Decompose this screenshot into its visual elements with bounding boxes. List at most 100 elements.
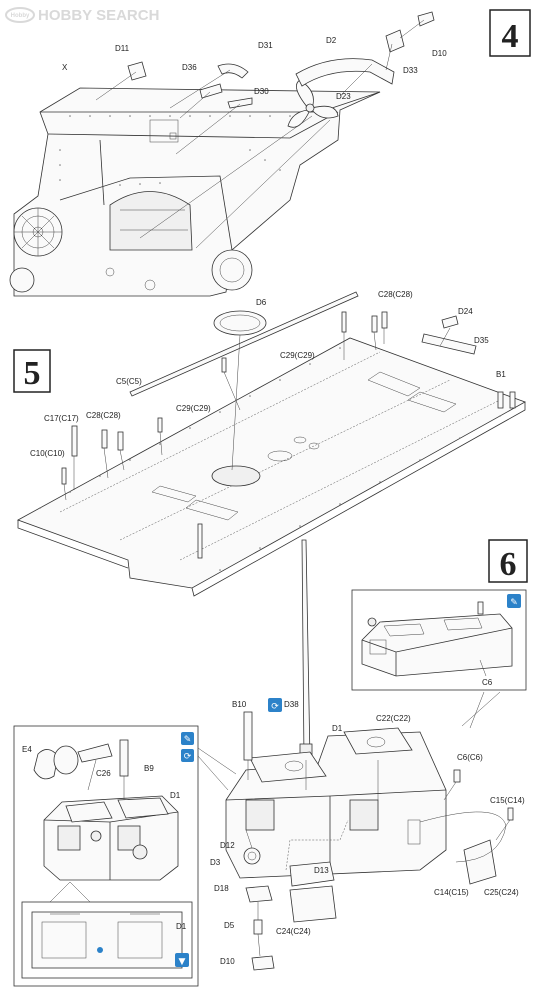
label-d3: D3 — [210, 858, 221, 867]
label-d1-sub: D1 — [176, 922, 187, 931]
posts-c28-right — [371, 311, 388, 333]
label-c14: C14(C15) — [434, 888, 469, 897]
label-d2: D2 — [326, 36, 337, 45]
detail-box-sub: D1 ▼ — [21, 901, 193, 979]
label-b1: B1 — [496, 370, 506, 379]
part-d5 — [253, 919, 263, 935]
label-d35: D35 — [474, 336, 489, 345]
part-c29-right — [341, 311, 347, 333]
watermark: Hobby HOBBY SEARCH — [5, 7, 159, 24]
label-c17: C17(C17) — [44, 414, 79, 423]
part-b10 — [243, 711, 253, 761]
hull-deck-plate — [17, 337, 526, 597]
part-d10-bottom — [251, 955, 275, 971]
label-d10-bottom: D10 — [220, 957, 235, 966]
part-e4-lens — [33, 749, 59, 780]
posts-c28-left — [101, 429, 124, 451]
label-d10: D10 — [432, 49, 447, 58]
part-b1-left — [497, 391, 504, 409]
part-d10 — [417, 11, 435, 27]
detail-box-left: E4 C26 B9 D1 ✎ ⟳ D1 — [13, 725, 237, 987]
label-d1: D1 — [332, 724, 343, 733]
label-c25: C25(C24) — [484, 888, 519, 897]
part-d35 — [421, 333, 477, 355]
step-6: 6 C6 ✎ — [13, 539, 528, 987]
hull-upper-assembly — [9, 87, 381, 297]
label-c6-detail: C6 — [482, 678, 493, 687]
label-c24: C24(C24) — [276, 927, 311, 936]
part-d31 — [217, 63, 249, 79]
part-c6 — [453, 769, 461, 783]
svg-text:✎: ✎ — [184, 735, 192, 745]
label-d11: D11 — [115, 44, 130, 53]
rotate-icon: ⟳ — [268, 698, 282, 712]
label-b9: B9 — [144, 764, 154, 773]
part-c26-lamp — [53, 745, 79, 775]
step-4: 4 — [9, 9, 531, 297]
part-d11 — [127, 61, 147, 81]
label-c15: C15(C14) — [490, 796, 525, 805]
part-d18 — [245, 885, 273, 903]
label-c28-left: C28(C28) — [86, 411, 121, 420]
label-b10: B10 — [232, 700, 247, 709]
flip-icon: ▼ — [175, 953, 189, 967]
step-number: 4 — [502, 18, 519, 55]
part-b9 — [119, 739, 129, 777]
part-d3 — [243, 847, 261, 865]
watermark-logo: Hobby — [11, 13, 30, 19]
label-d23: D23 — [336, 92, 351, 101]
watermark-logo-icon — [5, 7, 35, 23]
step-number-box — [488, 539, 528, 583]
label-c29-left: C29(C29) — [176, 404, 211, 413]
hatch-left — [249, 751, 327, 783]
rotate-icon: ⟳ — [181, 749, 194, 762]
label-d36: D36 — [182, 63, 197, 72]
part-c10 — [61, 467, 67, 485]
part-c15 — [507, 807, 514, 821]
watermark-text: HOBBY SEARCH — [38, 7, 159, 24]
label-c10: C10(C10) — [30, 449, 65, 458]
detail-box-top: C6 ✎ — [351, 589, 527, 691]
step-number-box — [489, 9, 531, 57]
label-c22: C22(C22) — [376, 714, 411, 723]
part-c25-plate — [463, 839, 497, 885]
label-d31: D31 — [258, 41, 273, 50]
svg-text:▼: ▼ — [179, 957, 186, 967]
label-d33: D33 — [403, 66, 418, 75]
label-c28-right: C28(C28) — [378, 290, 413, 299]
part-c24-plate — [289, 885, 337, 923]
part-c5-rod — [129, 291, 359, 397]
part-d24 — [441, 315, 459, 329]
wrench-icon: ✎ — [181, 732, 194, 745]
step-number: 6 — [500, 546, 517, 583]
part-c22-hatch — [343, 727, 413, 755]
part-d30 — [227, 97, 253, 109]
label-d24: D24 — [458, 307, 473, 316]
label-e4: E4 — [22, 745, 32, 754]
wrench-icon: ✎ — [507, 594, 521, 608]
part-d6-ring — [213, 310, 267, 336]
part-d33 — [385, 29, 405, 53]
label-d5: D5 — [224, 921, 235, 930]
part-d13 — [289, 861, 335, 887]
label-d12: D12 — [220, 841, 235, 850]
part-d2 — [295, 58, 395, 87]
label-c26: C26 — [96, 769, 111, 778]
part-d23-propeller — [287, 79, 339, 128]
deck-post — [197, 523, 203, 559]
label-c5: C5(C5) — [116, 377, 142, 386]
label-d6: D6 — [256, 298, 267, 307]
svg-text:✎: ✎ — [510, 598, 518, 608]
label-d1-detail: D1 — [170, 791, 181, 800]
part-c29-left — [157, 417, 163, 433]
label-c29-right: C29(C29) — [280, 351, 315, 360]
step-number: 5 — [24, 355, 41, 392]
turret-box-main — [225, 727, 447, 879]
label-d38: D38 — [284, 700, 299, 709]
step-5: 5 — [13, 290, 526, 597]
step-number-box — [13, 349, 51, 393]
label-d18: D18 — [214, 884, 229, 893]
part-d38-antenna — [301, 539, 311, 761]
svg-text:⟳: ⟳ — [271, 702, 279, 712]
